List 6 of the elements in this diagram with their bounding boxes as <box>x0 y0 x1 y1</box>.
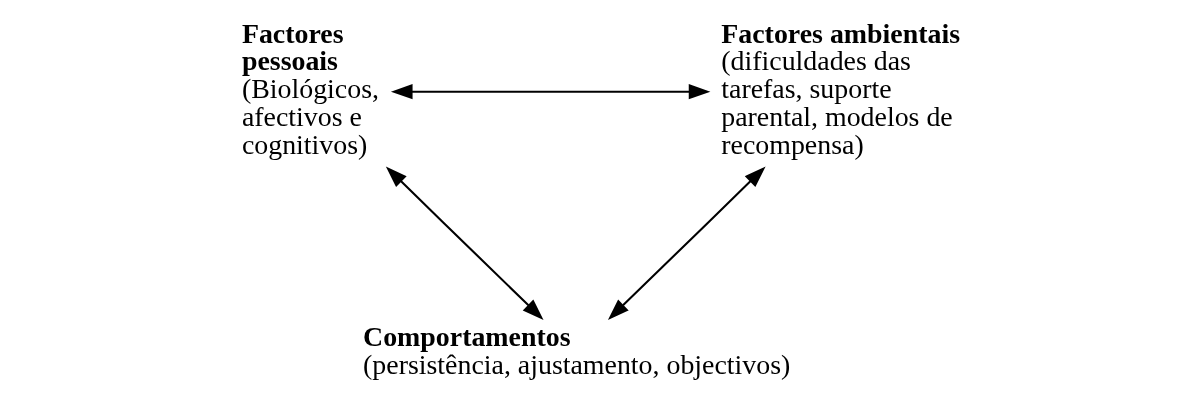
node-text: Comportamentos (persistência, ajustamento, objectivos) <box>362 320 790 380</box>
arrow <box>607 166 766 321</box>
node-text: Factores pessoais (Biológicos, afectivos e cognitivos) <box>241 17 379 161</box>
arrow <box>385 166 544 321</box>
arrow <box>390 84 710 100</box>
node-text: Factores ambientais (dificuldades das tarefas, suporte parental, modelos de recompensa) <box>720 17 960 161</box>
